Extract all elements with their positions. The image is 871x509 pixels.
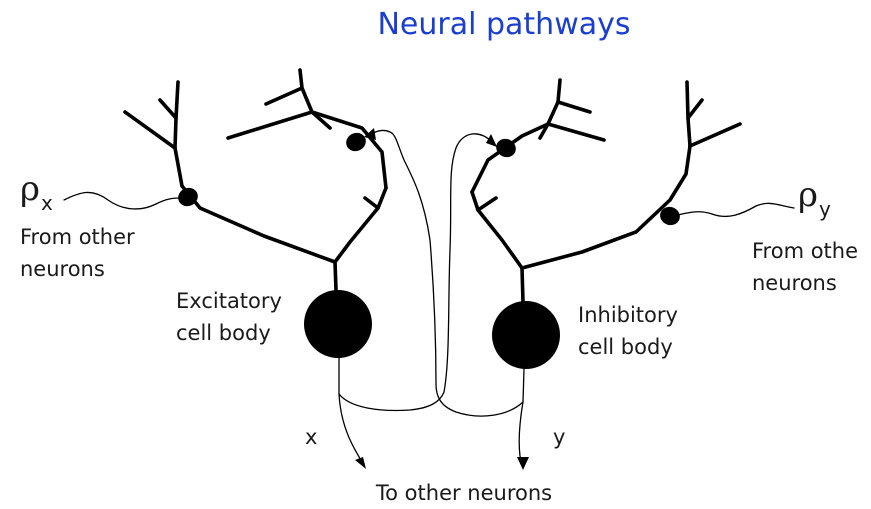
excitatory-dendrites: [125, 70, 386, 290]
excitatory-label-line2: cell body: [176, 321, 271, 345]
left-input-caption-line2: neurons: [20, 257, 105, 281]
rho-y-symbol: ρy: [798, 175, 831, 221]
right-input-caption-line2: neurons: [752, 271, 837, 295]
inhibitory-label-line1: Inhibitory: [578, 303, 678, 327]
output-x-label: x: [305, 425, 317, 449]
rho-x-symbol: ρx: [20, 169, 53, 215]
input-fiber-rho-y: [678, 203, 794, 216]
inhibitory-cell-body: [492, 301, 560, 369]
output-y-label: y: [553, 425, 565, 449]
excitatory-label-line1: Excitatory: [176, 289, 282, 313]
arrowhead-x: [355, 457, 366, 469]
right-input-caption-line1: From othe: [752, 239, 858, 263]
arrowhead-y: [517, 457, 529, 470]
input-fiber-rho-x: [64, 192, 180, 209]
arrowhead-to-inhibitory-synapse: [486, 134, 497, 147]
excitatory-cell-body: [304, 290, 372, 358]
bottom-caption: To other neurons: [375, 481, 552, 505]
diagram-title: Neural pathways: [377, 7, 630, 42]
left-input-caption-line1: From other: [20, 225, 135, 249]
inhibitory-dendrites: [472, 80, 740, 302]
axon-pathways: [339, 130, 524, 465]
inhibitory-label-line2: cell body: [578, 335, 673, 359]
